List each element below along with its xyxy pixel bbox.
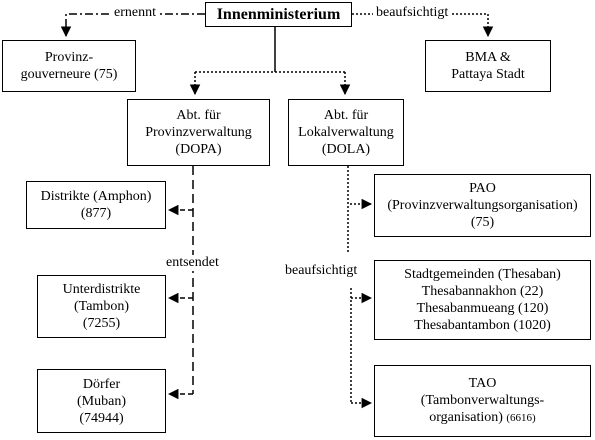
stadt-line1: Stadtgemeinden (Thesaban) xyxy=(404,267,561,282)
pao-box: PAO (Provinzverwaltungsorganisation) (75… xyxy=(374,174,591,237)
tao-count: (6616) xyxy=(506,412,536,424)
label-beaufsichtigt-top: beaufsichtigt xyxy=(373,5,452,21)
doerfer-line1: Dörfer xyxy=(82,376,121,392)
distrikte-line2: (877) xyxy=(80,206,112,221)
unterdistrikte-line2: (Tambon) xyxy=(73,299,129,314)
doerfer-box: Dörfer (Muban) (74944) xyxy=(37,369,166,433)
innenministerium-box: Innenministerium xyxy=(205,2,352,27)
pao-line1: PAO xyxy=(469,181,496,196)
distrikte-line1: Distrikte (Amphon) xyxy=(40,189,152,204)
pao-line3: (75) xyxy=(470,215,495,230)
tao-line3-wrap: organisation) (6616) xyxy=(429,409,535,427)
dopa-line2: Provinzverwaltung xyxy=(145,125,252,140)
stadt-line3: Thesabanmueang (120) xyxy=(416,301,549,316)
stadt-line2: Thesabannakhon (22) xyxy=(421,284,544,299)
provinz-line2: gouverneure (75) xyxy=(20,67,118,82)
dola-line3: (DOLA) xyxy=(321,142,371,157)
dola-line2: Lokalverwaltung xyxy=(298,125,394,140)
dopa-line1: Abt. für xyxy=(176,108,221,123)
tao-box: TAO (Tambonverwaltungs- organisation) (6… xyxy=(374,365,591,437)
tao-line1: TAO xyxy=(468,376,497,391)
doerfer-line2: (Muban) xyxy=(77,393,126,409)
label-beaufsichtigt-mid: beaufsichtigt xyxy=(282,263,361,279)
innenministerium-title: Innenministerium xyxy=(216,6,341,23)
tao-line3: organisation) xyxy=(429,410,503,425)
stadt-line4: Thesabantambon (1020) xyxy=(414,318,551,333)
unterdistrikte-line3: (7255) xyxy=(82,316,121,331)
dola-line1: Abt. für xyxy=(323,108,369,123)
dopa-line3: (DOPA) xyxy=(175,142,222,157)
distrikte-box: Distrikte (Amphon) (877) xyxy=(26,181,166,229)
unterdistrikte-box: Unterdistrikte (Tambon) (7255) xyxy=(37,275,166,338)
bma-box: BMA & Pattaya Stadt xyxy=(425,40,551,92)
dola-box: Abt. für Lokalverwaltung (DOLA) xyxy=(288,99,404,166)
unterdistrikte-line1: Unterdistrikte xyxy=(62,282,141,297)
doerfer-line3: (74944) xyxy=(79,410,124,426)
bma-line1: BMA & xyxy=(465,50,511,65)
label-ernennt: ernennt xyxy=(111,5,159,21)
label-entsendet: entsendet xyxy=(163,255,222,271)
stadtgemeinden-box: Stadtgemeinden (Thesaban) Thesabannakhon… xyxy=(374,260,591,340)
provinz-line1: Provinz- xyxy=(44,50,94,65)
provinzgouverneure-box: Provinz- gouverneure (75) xyxy=(2,40,136,92)
pao-line2: (Provinzverwaltungsorganisation) xyxy=(387,198,578,213)
line-ernennt xyxy=(60,13,205,38)
tao-line2: (Tambonverwaltungs- xyxy=(420,393,545,408)
bma-line2: Pattaya Stadt xyxy=(451,67,525,82)
dopa-box: Abt. für Provinzverwaltung (DOPA) xyxy=(127,99,270,166)
